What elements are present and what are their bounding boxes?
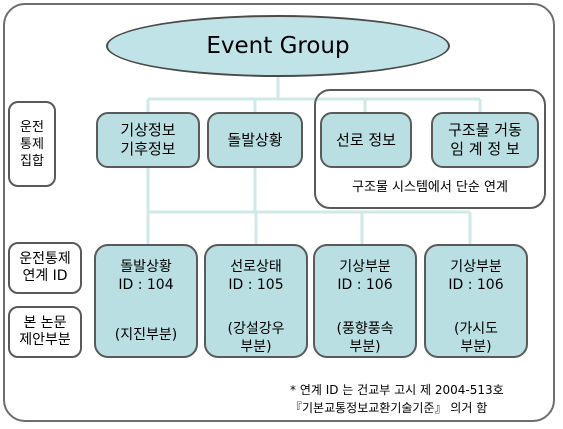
event-group-ellipse: Event Group xyxy=(106,15,450,77)
box-weather-106-visibility: 기상부분 ID : 106 (가시도 부분) xyxy=(424,244,528,358)
box-incident-104: 돌발상황 ID : 104 (지진부분) xyxy=(94,244,198,358)
box-106a-desc-line1: (풍향풍속 xyxy=(336,321,394,337)
box-104-id: ID : 104 xyxy=(118,277,174,293)
box-106a-desc-line2: 부분) xyxy=(349,339,381,355)
box-106b-name: 기상부분 xyxy=(450,259,502,275)
box-weather-106-wind: 기상부분 ID : 106 (풍향풍속 부분) xyxy=(313,244,417,358)
structure-system-group xyxy=(314,89,546,209)
box-route-info: 선로 정보 xyxy=(320,112,412,168)
label-control-set-line2: 통제 xyxy=(20,136,44,152)
box-weather-info-line1: 기상정보 xyxy=(120,121,176,139)
box-structure-behavior-line1: 구조물 거동 xyxy=(448,121,522,139)
box-105-name: 선로상태 xyxy=(230,259,282,275)
label-proposed-part-line2: 제안부분 xyxy=(19,332,71,348)
box-105-desc-line1: (강설강우 xyxy=(227,321,285,337)
box-106b-desc-line1: (가시도 xyxy=(453,321,499,337)
box-106a-id: ID : 106 xyxy=(337,277,393,293)
outer-frame xyxy=(3,3,555,422)
box-106b-desc-line2: 부분) xyxy=(460,339,492,355)
label-control-set-line3: 집합 xyxy=(20,153,44,169)
label-control-set: 운전 통제 집합 xyxy=(8,101,56,187)
box-106a-name: 기상부분 xyxy=(339,259,391,275)
box-104-name: 돌발상황 xyxy=(120,259,172,275)
label-control-set-line1: 운전 xyxy=(20,119,44,135)
box-105-id: ID : 105 xyxy=(228,277,284,293)
box-incident: 돌발상황 xyxy=(207,112,303,168)
box-weather-info-line2: 기후정보 xyxy=(120,140,176,158)
label-proposed-part-line1: 본 논문 xyxy=(23,315,67,331)
footnote-line1: * 연계 ID 는 건교부 고시 제 2004-513호 xyxy=(290,383,504,397)
label-proposed-part: 본 논문 제안부분 xyxy=(8,306,82,358)
footnote-line2: 『기본교통정보교환기술기준』 의거 함 xyxy=(290,401,488,415)
label-link-id-line1: 운전통제 xyxy=(19,251,71,267)
box-structure-behavior: 구조물 거동 임 계 정 보 xyxy=(431,112,539,168)
box-structure-behavior-line2: 임 계 정 보 xyxy=(450,140,520,158)
box-weather-info: 기상정보 기후정보 xyxy=(96,112,200,168)
box-route-info-label: 선로 정보 xyxy=(336,130,396,149)
label-link-id: 운전통제 연계 ID xyxy=(8,242,82,294)
box-route-state-105: 선로상태 ID : 105 (강설강우 부분) xyxy=(204,244,308,358)
box-104-desc-line1: (지진부분) xyxy=(114,327,178,343)
group-caption: 구조물 시스템에서 단순 연계 xyxy=(352,180,508,195)
box-105-desc-line2: 부분) xyxy=(240,339,272,355)
event-group-title: Event Group xyxy=(206,33,350,59)
box-106b-id: ID : 106 xyxy=(448,277,504,293)
box-incident-label: 돌발상황 xyxy=(227,130,283,149)
label-link-id-line2: 연계 ID xyxy=(22,268,68,284)
